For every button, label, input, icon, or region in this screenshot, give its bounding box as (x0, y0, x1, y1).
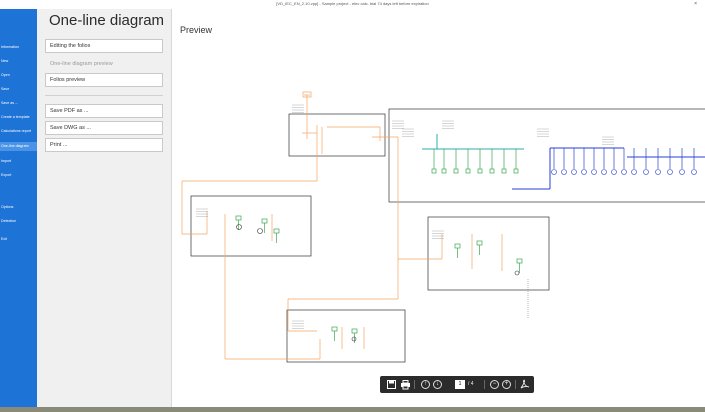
save-icon[interactable] (386, 379, 397, 390)
motor-symbol (514, 270, 520, 276)
sidebar-item-options[interactable]: Options (1, 205, 14, 209)
sidebar-item-information[interactable]: Information (1, 45, 19, 49)
load-symbol (655, 169, 661, 175)
branch-breaker (465, 168, 471, 174)
zoom-out-icon[interactable]: − (490, 380, 499, 389)
sidebar-item-open[interactable]: Open (1, 73, 10, 77)
branch-breaker (501, 168, 507, 174)
save-pdf-button[interactable]: Save PDF as ... (45, 104, 163, 118)
load-symbol (631, 169, 637, 175)
load-symbol (667, 169, 673, 175)
one-line-menu-panel: One-line diagram Editing the folios One-… (37, 9, 171, 407)
zoom-in-icon[interactable]: + (502, 380, 511, 389)
motor-symbol (257, 228, 263, 234)
load-symbol (611, 169, 617, 175)
component-block (235, 215, 242, 221)
one-line-preview-button[interactable]: One-line diagram preview (45, 57, 163, 71)
folio-frame-3 (190, 195, 312, 257)
taskbar-strip (0, 407, 705, 412)
component-block (261, 218, 268, 224)
save-dwg-button[interactable]: Save DWG as ... (45, 121, 163, 135)
branch-breaker (453, 168, 459, 174)
component-block (331, 326, 338, 332)
current-page-input[interactable]: 1 (455, 380, 465, 389)
menu-divider (45, 95, 163, 96)
toolbar-separator (515, 380, 516, 389)
one-line-diagram[interactable] (172, 9, 705, 407)
pdf-viewer-toolbar: ↑ ↓ 1 / 4 − + (380, 376, 534, 393)
branch-breaker (513, 168, 519, 174)
load-symbol (571, 169, 577, 175)
print-icon[interactable] (400, 379, 411, 390)
branch-breaker (477, 168, 483, 174)
branch-breaker (441, 168, 447, 174)
folio-frame-2 (388, 108, 705, 203)
sidebar-item-save[interactable]: Save (1, 87, 10, 91)
sidebar-item-create-template[interactable]: Create a template (1, 115, 30, 119)
preview-pane: Preview ↑ ↓ 1 / 4 − + (172, 9, 705, 407)
page-total: / 4 (468, 381, 474, 387)
component-block (454, 243, 461, 249)
panel-divider (171, 9, 172, 407)
close-icon[interactable]: × (694, 1, 697, 7)
preview-title: Preview (180, 25, 213, 35)
backstage-sidebar: Information New Open Save Save as ... Cr… (0, 9, 37, 407)
component-block (516, 258, 523, 264)
branch-breaker (431, 168, 437, 174)
page-down-icon[interactable]: ↓ (433, 380, 442, 389)
sidebar-item-new[interactable]: New (1, 59, 9, 63)
page-title: One-line diagram (49, 12, 165, 29)
component-block (476, 240, 483, 246)
motor-symbol (351, 336, 357, 342)
sidebar-item-import[interactable]: Import (1, 159, 12, 163)
window-titlebar: [VD_IEC_EN_2.10.vpp] - Sample project - … (0, 0, 705, 9)
sidebar-item-calculations-report[interactable]: Calculations report (1, 129, 31, 133)
component-block (273, 228, 280, 234)
load-symbol (591, 169, 597, 175)
load-symbol (551, 169, 557, 175)
load-symbol (643, 169, 649, 175)
sidebar-item-exit[interactable]: Exit (1, 237, 7, 241)
page-up-icon[interactable]: ↑ (421, 380, 430, 389)
toolbar-separator (484, 380, 485, 389)
load-symbol (679, 169, 685, 175)
folio-frame-5 (286, 309, 406, 363)
load-symbol (561, 169, 567, 175)
sidebar-item-save-as[interactable]: Save as ... (1, 101, 18, 105)
window-title: [VD_IEC_EN_2.10.vpp] - Sample project - … (276, 1, 429, 6)
folio-frame-4 (427, 216, 550, 291)
editing-folios-button[interactable]: Editing the folios (45, 39, 163, 53)
print-button[interactable]: Print ... (45, 138, 163, 152)
folio-frame-1 (288, 113, 386, 157)
load-symbol (621, 169, 627, 175)
toolbar-separator (414, 380, 415, 389)
sidebar-item-one-line-diagram[interactable]: One-line diagram (0, 142, 37, 151)
load-symbol (581, 169, 587, 175)
load-symbol (691, 169, 697, 175)
load-symbol (601, 169, 607, 175)
sidebar-item-detection[interactable]: Detection (1, 219, 17, 223)
acrobat-icon[interactable] (519, 379, 530, 390)
motor-symbol (236, 224, 242, 230)
component-block (351, 328, 358, 334)
sidebar-item-export[interactable]: Export (1, 173, 12, 177)
folios-preview-button[interactable]: Folios preview (45, 73, 163, 87)
branch-breaker (489, 168, 495, 174)
source-symbol (302, 91, 312, 98)
